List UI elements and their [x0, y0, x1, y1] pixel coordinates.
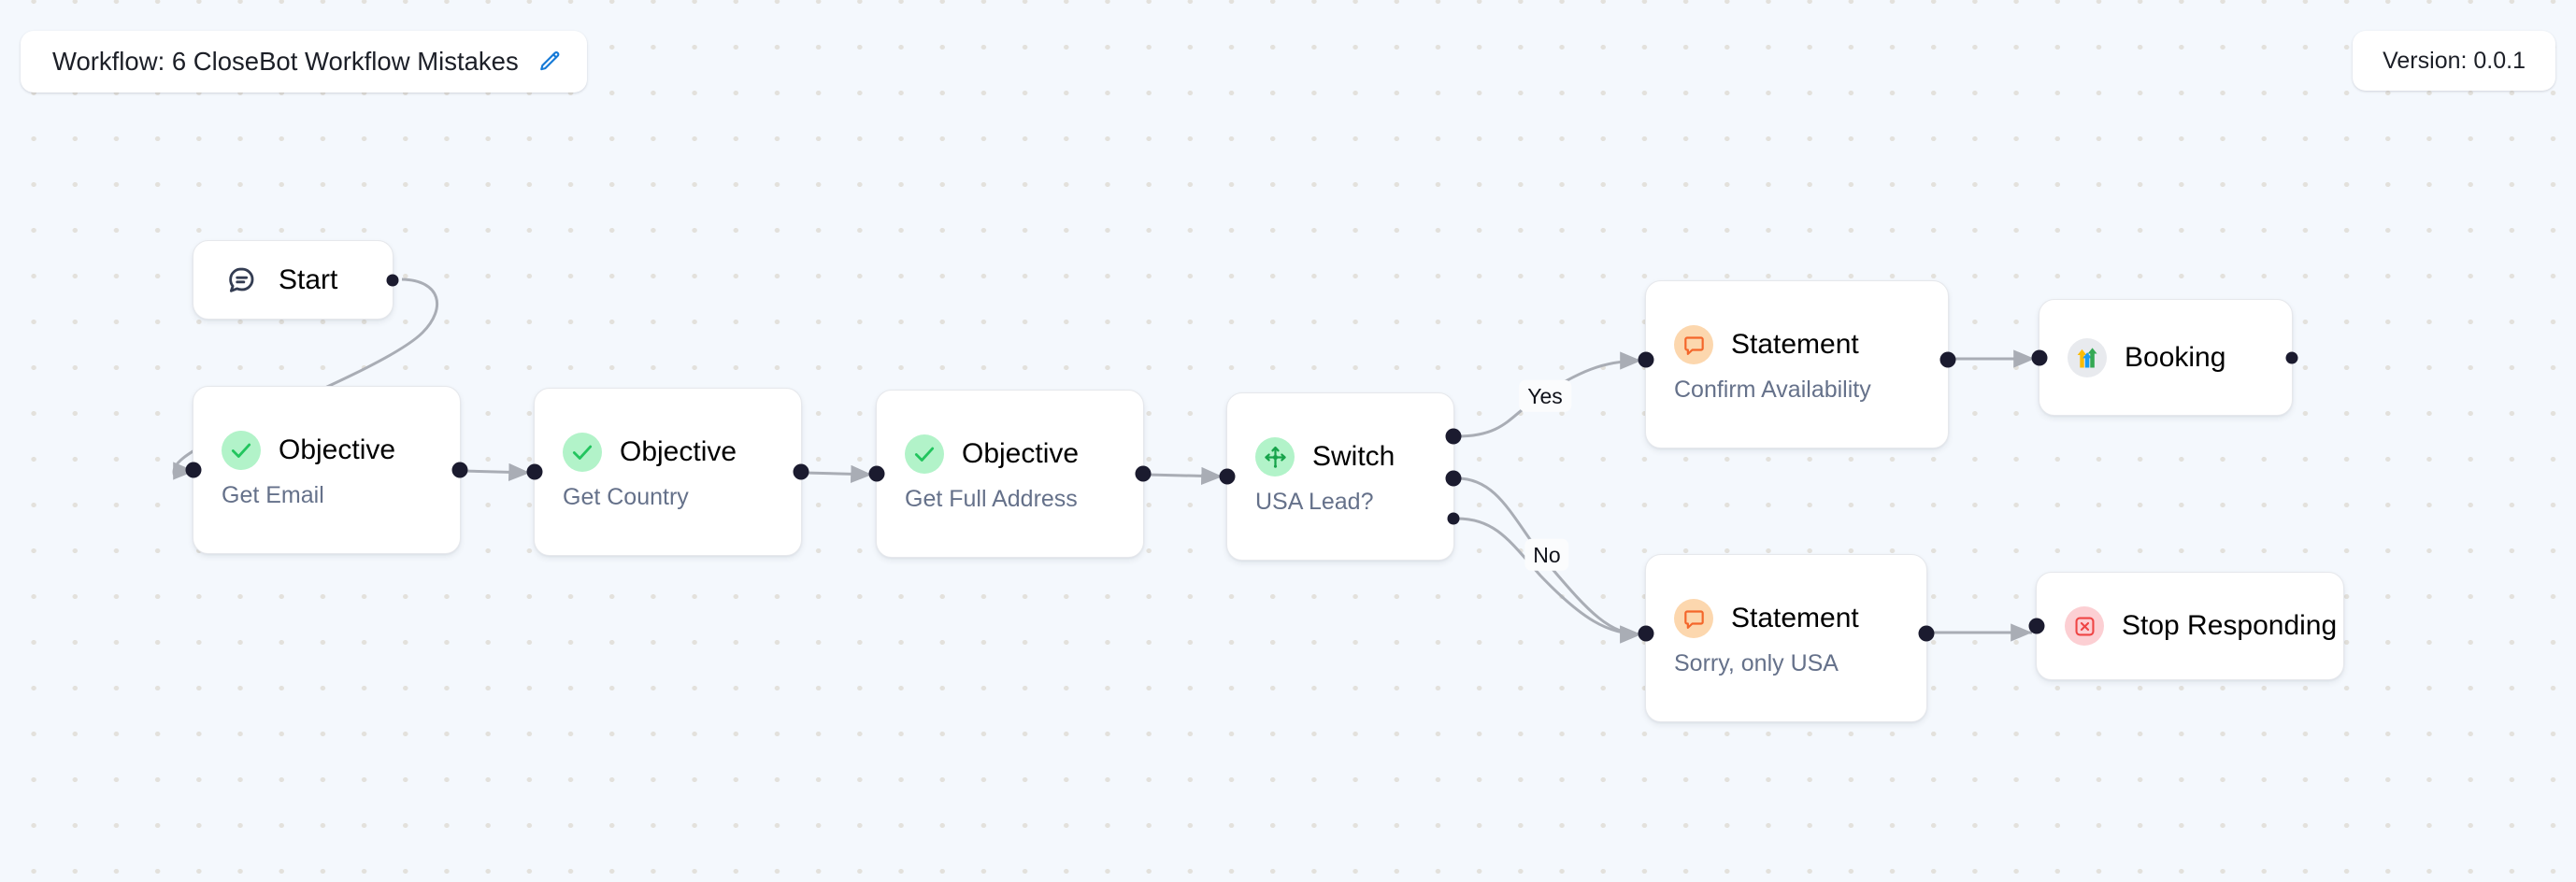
- node-stop-responding-row: Stop Responding: [2065, 606, 2337, 646]
- pencil-edit-icon[interactable]: [537, 50, 563, 75]
- workflow-title-pill[interactable]: Workflow: 6 CloseBot Workflow Mistakes: [21, 31, 587, 92]
- check-circle-icon: [563, 433, 602, 472]
- node-start-row: Start: [222, 261, 365, 300]
- node-switch-usa-lead-subtitle: USA Lead?: [1255, 489, 1374, 515]
- handle-objective-get-full-address-output[interactable]: [1135, 465, 1152, 482]
- edge-label-yes: Yes: [1519, 379, 1571, 413]
- handle-start-output[interactable]: [386, 274, 399, 286]
- edge-objective2-to-objective3: [804, 464, 873, 483]
- node-objective-get-country-row: Objective: [563, 433, 773, 472]
- node-stop-responding-title: Stop Responding: [2122, 610, 2338, 641]
- handle-booking-input[interactable]: [2031, 349, 2048, 365]
- node-objective-get-email-subtitle: Get Email: [222, 482, 324, 508]
- edge-switch-default-to-statement-sorry: [1456, 517, 1642, 644]
- handle-switch-output-yes[interactable]: [1445, 428, 1462, 445]
- node-statement-confirm-availability-row: Statement: [1674, 325, 1920, 364]
- node-objective-get-email[interactable]: Objective Get Email: [185, 386, 468, 554]
- check-circle-icon: [222, 431, 261, 470]
- node-objective-get-full-address-title: Objective: [962, 438, 1080, 469]
- node-objective-get-full-address-subtitle: Get Full Address: [905, 486, 1078, 512]
- speech-bubble-icon: [1674, 325, 1713, 364]
- node-objective-get-country-title: Objective: [620, 436, 737, 467]
- handle-objective-get-email-input[interactable]: [185, 462, 202, 478]
- node-booking-title: Booking: [2125, 341, 2226, 373]
- node-statement-sorry-only-usa-row: Statement: [1674, 599, 1898, 638]
- node-booking-row: Booking: [2068, 337, 2264, 377]
- version-text: Version: 0.0.1: [2383, 47, 2526, 74]
- node-stop-responding[interactable]: Stop Responding: [2028, 572, 2344, 680]
- version-badge: Version: 0.0.1: [2353, 31, 2555, 91]
- edge-objective1-to-objective2: [462, 462, 531, 481]
- node-statement-confirm-availability-title: Statement: [1731, 329, 1859, 360]
- page-title: Workflow: 6 CloseBot Workflow Mistakes: [52, 47, 519, 76]
- node-start-title: Start: [279, 263, 338, 295]
- handle-objective-get-email-output[interactable]: [451, 462, 468, 478]
- node-switch-usa-lead-row: Switch: [1255, 437, 1425, 477]
- node-objective-get-full-address[interactable]: Objective Get Full Address: [868, 390, 1152, 558]
- handle-statement-confirm-input[interactable]: [1638, 351, 1654, 368]
- node-statement-sorry-only-usa-subtitle: Sorry, only USA: [1674, 650, 1839, 676]
- node-switch-usa-lead-title: Switch: [1312, 441, 1395, 472]
- split-arrows-icon: [1255, 437, 1295, 477]
- node-objective-get-email-title: Objective: [279, 434, 396, 465]
- stop-x-icon: [2065, 606, 2104, 646]
- handle-switch-output-default[interactable]: [1447, 512, 1460, 524]
- handle-statement-confirm-output[interactable]: [1939, 351, 1956, 368]
- node-switch-usa-lead[interactable]: Switch USA Lead?: [1219, 392, 1462, 561]
- handle-objective-get-country-input[interactable]: [526, 463, 543, 480]
- ghl-arrows-icon: [2068, 337, 2107, 377]
- message-bubble-icon: [222, 261, 261, 300]
- edge-objective3-to-switch: [1146, 466, 1224, 486]
- speech-bubble-icon: [1674, 599, 1713, 638]
- node-booking[interactable]: Booking: [2031, 299, 2298, 416]
- edge-label-no: No: [1524, 538, 1569, 572]
- handle-switch-input[interactable]: [1219, 468, 1236, 485]
- node-start[interactable]: Start: [193, 240, 399, 320]
- handle-objective-get-full-address-input[interactable]: [868, 465, 885, 482]
- node-objective-get-country[interactable]: Objective Get Country: [526, 388, 809, 556]
- check-circle-icon: [905, 434, 944, 474]
- handle-booking-output[interactable]: [2285, 351, 2298, 363]
- node-objective-get-email-row: Objective: [222, 431, 432, 470]
- handle-objective-get-country-output[interactable]: [793, 463, 809, 480]
- node-statement-sorry-only-usa-title: Statement: [1731, 603, 1859, 633]
- node-objective-get-full-address-row: Objective: [905, 434, 1115, 474]
- node-statement-confirm-availability[interactable]: Statement Confirm Availability: [1638, 280, 1956, 448]
- handle-switch-output-no[interactable]: [1445, 470, 1462, 487]
- handle-statement-sorry-input[interactable]: [1638, 625, 1654, 642]
- node-statement-confirm-availability-subtitle: Confirm Availability: [1674, 377, 1871, 403]
- node-statement-sorry-only-usa[interactable]: Statement Sorry, only USA: [1638, 554, 1935, 722]
- handle-statement-sorry-output[interactable]: [1918, 625, 1935, 642]
- handle-stop-responding-input[interactable]: [2028, 618, 2045, 634]
- node-objective-get-country-subtitle: Get Country: [563, 484, 689, 510]
